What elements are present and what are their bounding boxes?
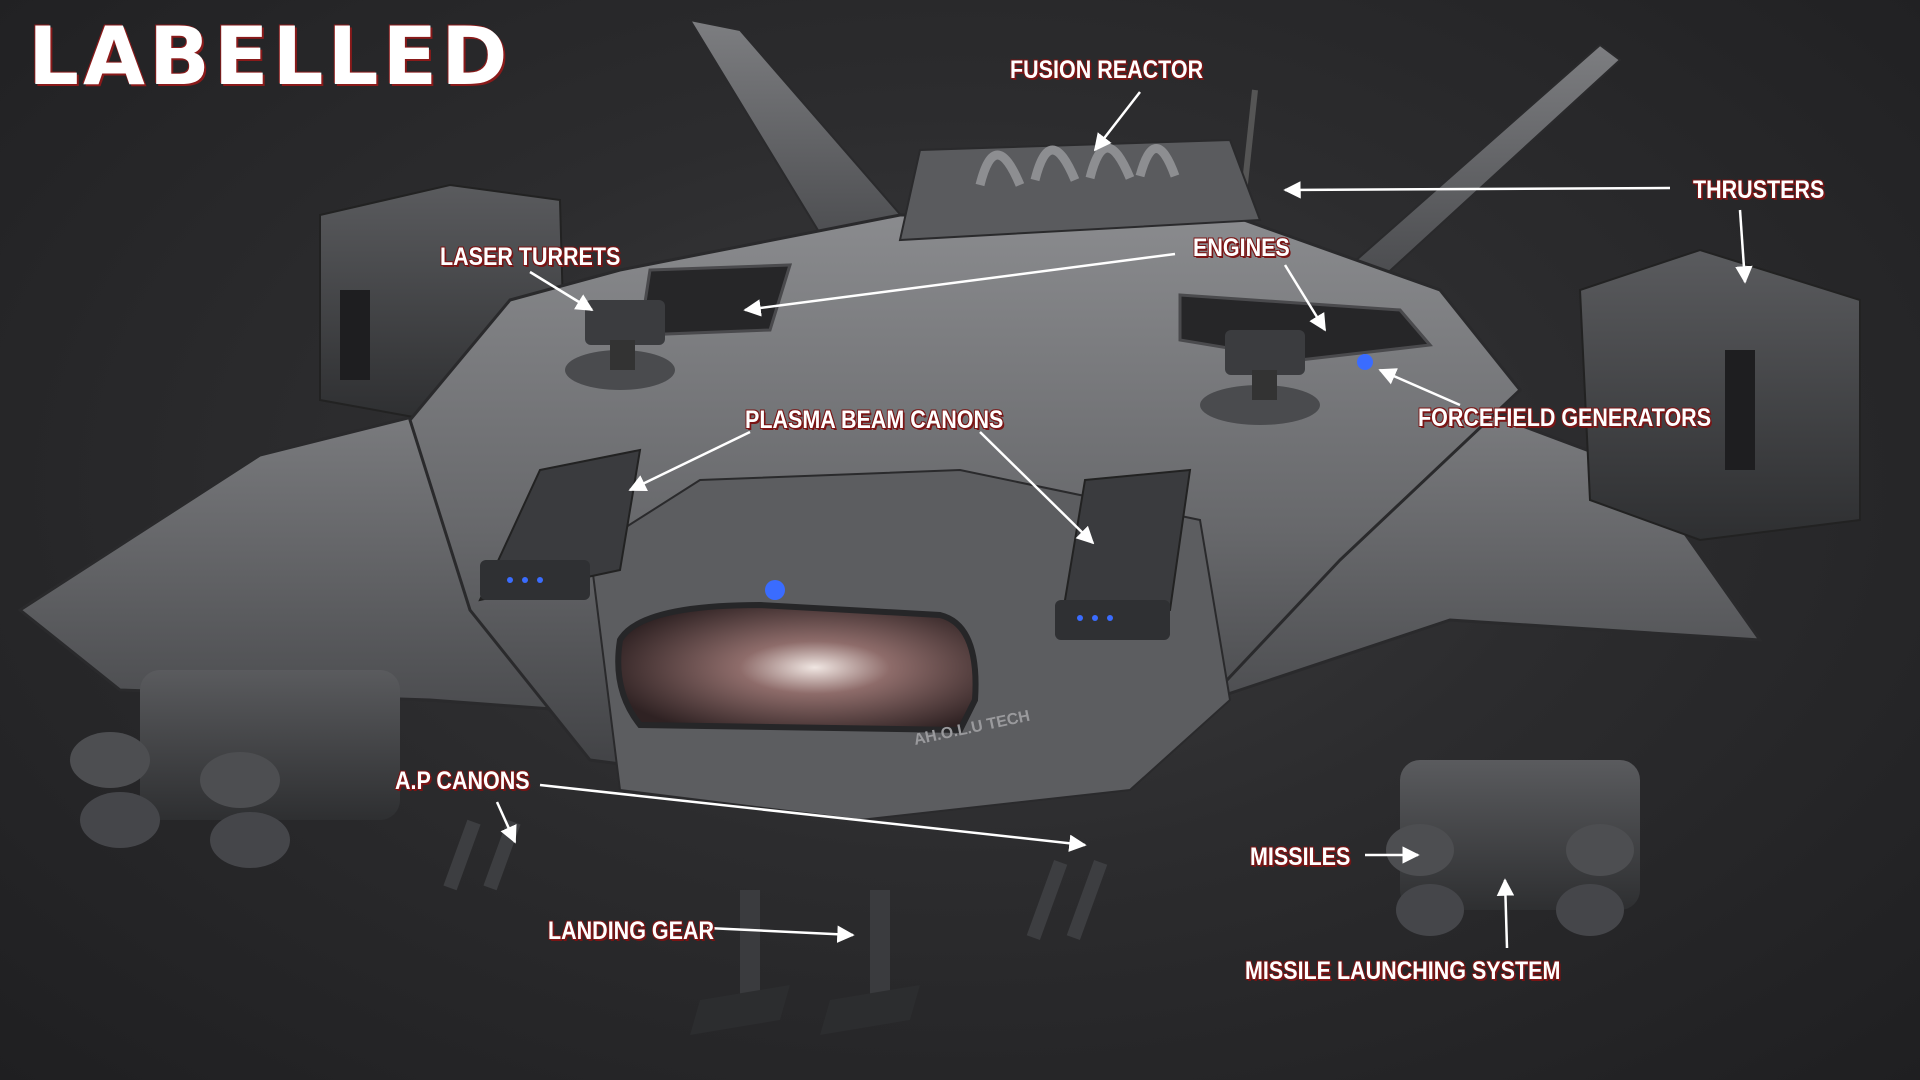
label-engines: ENGINES [1193,234,1290,262]
page-title: LABELLED [28,10,512,103]
label-laser-turrets: LASER TURRETS [440,243,621,271]
arrow-landing-gear [706,925,855,943]
label-fusion-reactor: FUSION REACTOR [1010,56,1204,84]
arrow-plasma-right [979,431,1095,545]
arrow-ap-canons-left [495,801,517,844]
fusion-reactor [898,138,1262,242]
ap-canons-right [1026,860,1108,940]
missile-pod-right [1386,760,1640,936]
label-landing-gear: LANDING GEAR [548,917,715,945]
arrow-laser-turrets [529,270,594,312]
plasma-beam-canon-left [478,448,642,602]
label-missile-launching-system: MISSILE LAUNCHING SYSTEM [1245,957,1561,985]
arrow-forcefield [1378,368,1461,407]
arrow-thrusters-1 [1283,181,1671,199]
label-plasma-beam-canons: PLASMA BEAM CANONS [745,406,1004,434]
arrow-engines-right [1283,264,1327,332]
tail-fin-left [687,18,907,252]
missile-pod-left [70,670,400,868]
arrow-plasma-left [628,430,751,492]
arrow-missile-launching [1496,878,1515,949]
plasma-beam-canon-right [1055,468,1192,640]
arrow-thrusters-2 [1735,209,1753,284]
forcefield-generator [1357,354,1373,370]
label-ap-canons: A.P CANONS [395,767,530,795]
cockpit [615,580,979,734]
laser-turret-right [1200,330,1320,425]
label-missiles: MISSILES [1250,843,1351,871]
laser-turret-left [565,300,675,390]
thruster-pod-right [1578,248,1861,542]
arrow-engines-left [743,252,1176,317]
callout-arrows [495,91,1753,949]
arrow-fusion-reactor [1093,91,1141,152]
tail-fin-right [1342,43,1622,282]
landing-gear [690,890,920,1035]
label-forcefield-generators: FORCEFIELD GENERATORS [1418,404,1712,432]
label-thrusters: THRUSTERS [1693,176,1825,204]
arrow-ap-canons-right [539,783,1087,852]
